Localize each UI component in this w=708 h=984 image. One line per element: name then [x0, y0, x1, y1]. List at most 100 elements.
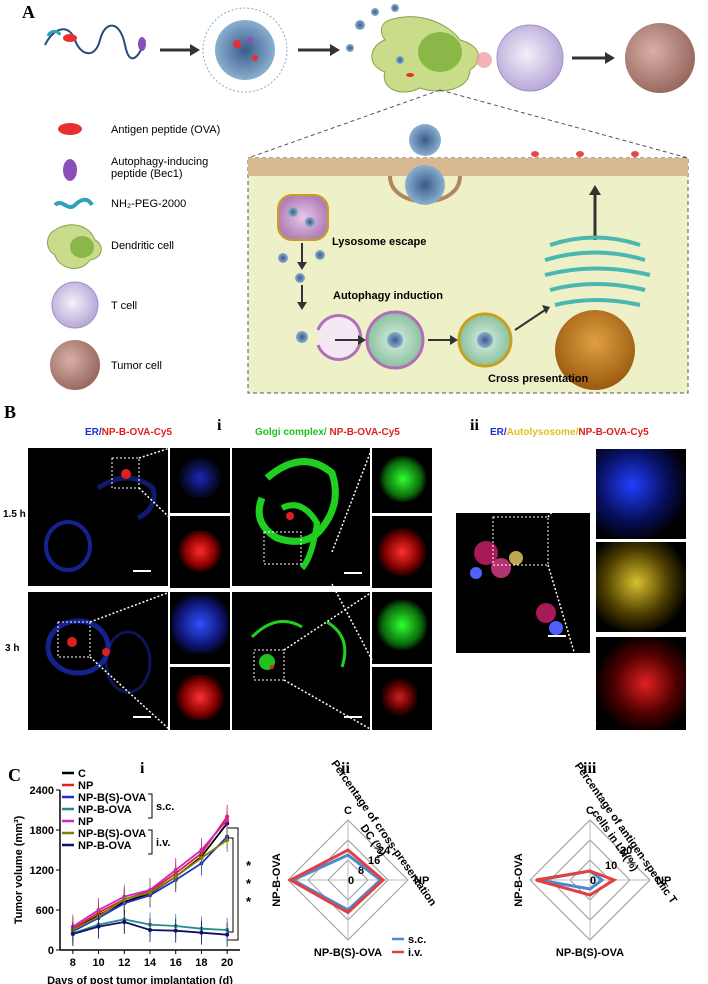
legend-label: NP-B-OVA [78, 804, 132, 816]
radar-tick-label: 20 [620, 845, 632, 857]
nucleus-icon [555, 310, 635, 390]
radar-series-1 [535, 869, 618, 897]
radar-title: Percentage of cross-presentationDC (%) [318, 760, 439, 916]
peptide-strand-icon [44, 24, 146, 60]
autophagy-peptide-icon [63, 159, 77, 181]
radar-axis-left: NP-B-OVA [271, 853, 283, 907]
synapse-icon [476, 52, 492, 68]
radar-tick-label: 16 [368, 855, 380, 867]
radar-axis-right: NP [656, 875, 671, 887]
legend-label: NP [78, 816, 93, 828]
legend-tumor: Tumor cell [111, 360, 162, 372]
nanoparticle-icon [202, 7, 288, 93]
data-point [148, 928, 152, 932]
radar-legend-label: s.c. [408, 934, 426, 946]
legend-label: C [78, 768, 86, 780]
data-point [225, 818, 230, 822]
x-tick-label: 12 [118, 957, 130, 969]
micrograph-autolysosome [456, 513, 590, 653]
data-point [173, 874, 178, 879]
panel-b-title-2: Golgi complex/ NP-B-OVA-Cy5 [255, 427, 400, 438]
x-tick-label: 18 [195, 957, 207, 969]
label-autophagy-induction: Autophagy induction [333, 290, 443, 302]
micrograph-er-1-5h [28, 448, 168, 586]
micrograph-zoom-red-2 [372, 516, 432, 588]
y-tick-label: 0 [48, 945, 54, 957]
micrograph-zoom-blue-1 [170, 448, 230, 513]
significance-bracket-outer [228, 827, 239, 941]
tumor-cell-icon [625, 23, 695, 93]
micrograph-golgi-1-5h [232, 448, 370, 586]
peg-icon [53, 197, 94, 209]
radar-series-1 [287, 848, 386, 915]
cell-membrane [248, 158, 688, 176]
x-tick-label: 14 [144, 957, 157, 969]
data-point [70, 932, 75, 936]
bracket-sc [148, 793, 153, 819]
radar-legend-label: i.v. [408, 947, 422, 959]
radar-tick-label: 8 [358, 865, 364, 877]
significance-star: * [246, 894, 252, 909]
data-point [96, 924, 101, 929]
micrograph-er-3h [28, 592, 168, 730]
micrograph-zoom-red-5 [596, 637, 686, 730]
y-tick-label: 2400 [30, 785, 54, 797]
legend-peg: NH₂-PEG-2000 [111, 198, 187, 210]
micrograph-zoom-blue-2 [170, 592, 230, 664]
micrograph-zoom-yellow [596, 542, 686, 632]
radar-axis-top: C [586, 805, 594, 817]
y-tick-label: 600 [36, 905, 54, 917]
micrograph-zoom-blue-3 [596, 449, 686, 539]
zoom-guide-lines [89, 447, 597, 731]
panel-c-letter: C [8, 765, 21, 785]
phagophore-icon [316, 314, 363, 361]
data-point [199, 930, 204, 935]
data-point [225, 838, 230, 842]
arrow-icon [572, 52, 615, 64]
data-point [148, 890, 152, 895]
group-label-iv: i.v. [156, 837, 170, 849]
t-cell-legend-icon [51, 281, 99, 329]
radar-axis-right: NP [414, 875, 429, 887]
legend-tcell: T cell [111, 300, 138, 312]
golgi-icon [544, 235, 651, 307]
legend-label: NP-B(S)-OVA [78, 828, 146, 840]
data-point [122, 920, 127, 924]
x-tick-label: 10 [92, 957, 104, 969]
significance-star: * [246, 876, 252, 891]
lysosome-icon [277, 194, 329, 241]
dendritic-cell-icon [346, 4, 480, 93]
antigen-peptide-icon [58, 123, 82, 135]
data-point [199, 856, 204, 860]
legend-antigen: Antigen peptide (OVA) [111, 124, 221, 136]
t-cell-icon [496, 24, 564, 92]
tumor-legend-icon [50, 340, 100, 390]
radar-tick-label: 0 [348, 875, 354, 887]
micrograph-zoom-green-2 [372, 592, 432, 664]
data-point [225, 932, 230, 937]
x-tick-label: 16 [170, 957, 182, 969]
radar-axis-bottom: NP-B(S)-OVA [314, 947, 382, 959]
legend-autophagy: Autophagy-inducing peptide (Bec1) [111, 156, 209, 180]
panel-b-sub-i: i [217, 417, 222, 434]
data-point [173, 928, 178, 933]
radar-tick-label: 24 [378, 845, 391, 857]
time-label-2: 3 h [5, 643, 20, 654]
radar-tick-label: 0 [590, 875, 596, 887]
radar-tick-label: 10 [605, 860, 617, 872]
panel-a-letter: A [22, 2, 35, 22]
panel-b-sub-ii: ii [470, 417, 479, 434]
panel-a-schematic [44, 4, 695, 394]
y-axis-label: Tumor volume (mm³) [13, 815, 25, 924]
panel-b-title-1: ER/NP-B-OVA-Cy5 [85, 427, 173, 438]
x-axis-label: Days of post tumor implantation (d) [47, 975, 233, 984]
time-label-1: 1.5 h [3, 509, 26, 520]
radar-axis-bottom: NP-B(S)-OVA [556, 947, 624, 959]
arrow-icon [160, 44, 200, 56]
legend-dc: Dendritic cell [111, 240, 174, 252]
legend-label: NP [78, 780, 93, 792]
radar-axis-top: C [344, 805, 352, 817]
data-point [122, 897, 127, 902]
radar-series-0 [289, 853, 383, 912]
